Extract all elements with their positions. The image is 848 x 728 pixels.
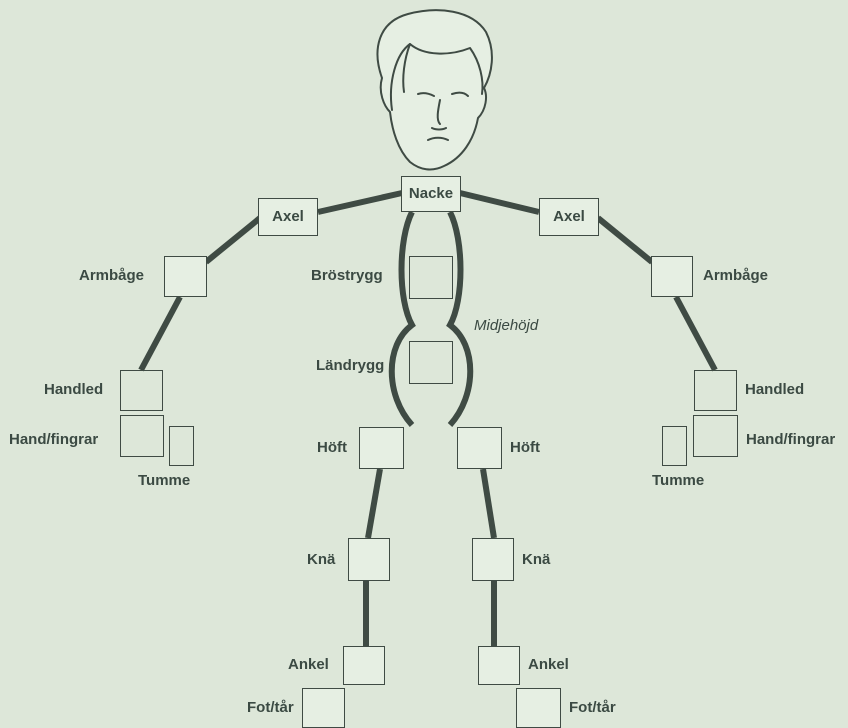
spine-left — [392, 212, 412, 425]
fot-tar-left-box[interactable] — [302, 688, 345, 728]
spine-right — [450, 212, 470, 425]
handled-right-label: Handled — [745, 381, 804, 399]
tumme-left-label: Tumme — [138, 472, 190, 490]
armbage-right-box[interactable] — [651, 256, 693, 297]
kna-left-label: Knä — [307, 551, 335, 569]
hand-fingrar-right-label: Hand/fingrar — [746, 431, 835, 449]
kna-right-box[interactable] — [472, 538, 514, 581]
landrygg-box[interactable] — [409, 341, 453, 384]
hand-fingrar-right-box[interactable] — [693, 415, 738, 457]
spine-curves — [392, 212, 471, 425]
line-neck-axel-right — [460, 193, 539, 212]
hoft-right-label: Höft — [510, 439, 540, 457]
hand-fingrar-left-box[interactable] — [120, 415, 164, 457]
line-hoft-kna-right — [483, 469, 494, 538]
nacke-box[interactable]: Nacke — [401, 176, 461, 212]
midjehojd-label: Midjehöjd — [474, 317, 538, 335]
tumme-right-label: Tumme — [652, 472, 704, 490]
line-armbage-handled-left — [141, 297, 180, 370]
line-axel-armbage-right — [598, 218, 652, 262]
kna-left-box[interactable] — [348, 538, 390, 581]
tumme-right-box[interactable] — [662, 426, 687, 466]
fot-tar-right-label: Fot/tår — [569, 699, 616, 717]
ankel-right-box[interactable] — [478, 646, 520, 685]
axel-right-box[interactable]: Axel — [539, 198, 599, 236]
line-axel-armbage-left — [206, 218, 260, 262]
axel-left-label: Axel — [272, 208, 304, 226]
line-neck-axel-left — [318, 193, 402, 212]
hoft-right-box[interactable] — [457, 427, 502, 469]
fot-tar-right-box[interactable] — [516, 688, 561, 728]
brostrygg-box[interactable] — [409, 256, 453, 299]
ankel-right-label: Ankel — [528, 656, 569, 674]
axel-left-box[interactable]: Axel — [258, 198, 318, 236]
brostrygg-label: Bröstrygg — [311, 267, 383, 285]
tumme-left-box[interactable] — [169, 426, 194, 466]
armbage-left-box[interactable] — [164, 256, 207, 297]
ankel-left-box[interactable] — [343, 646, 385, 685]
handled-right-box[interactable] — [694, 370, 737, 411]
hoft-left-label: Höft — [317, 439, 347, 457]
nacke-label: Nacke — [409, 185, 453, 203]
line-hoft-kna-left — [368, 469, 380, 538]
kna-right-label: Knä — [522, 551, 550, 569]
ankel-left-label: Ankel — [288, 656, 329, 674]
armbage-left-label: Armbåge — [79, 267, 144, 285]
axel-right-label: Axel — [553, 208, 585, 226]
landrygg-label: Ländrygg — [316, 357, 384, 375]
handled-left-box[interactable] — [120, 370, 163, 411]
armbage-right-label: Armbåge — [703, 267, 768, 285]
hand-fingrar-left-label: Hand/fingrar — [9, 431, 98, 449]
line-armbage-handled-right — [676, 297, 715, 370]
fot-tar-left-label: Fot/tår — [247, 699, 294, 717]
hoft-left-box[interactable] — [359, 427, 404, 469]
head-icon — [378, 10, 492, 169]
handled-left-label: Handled — [44, 381, 103, 399]
